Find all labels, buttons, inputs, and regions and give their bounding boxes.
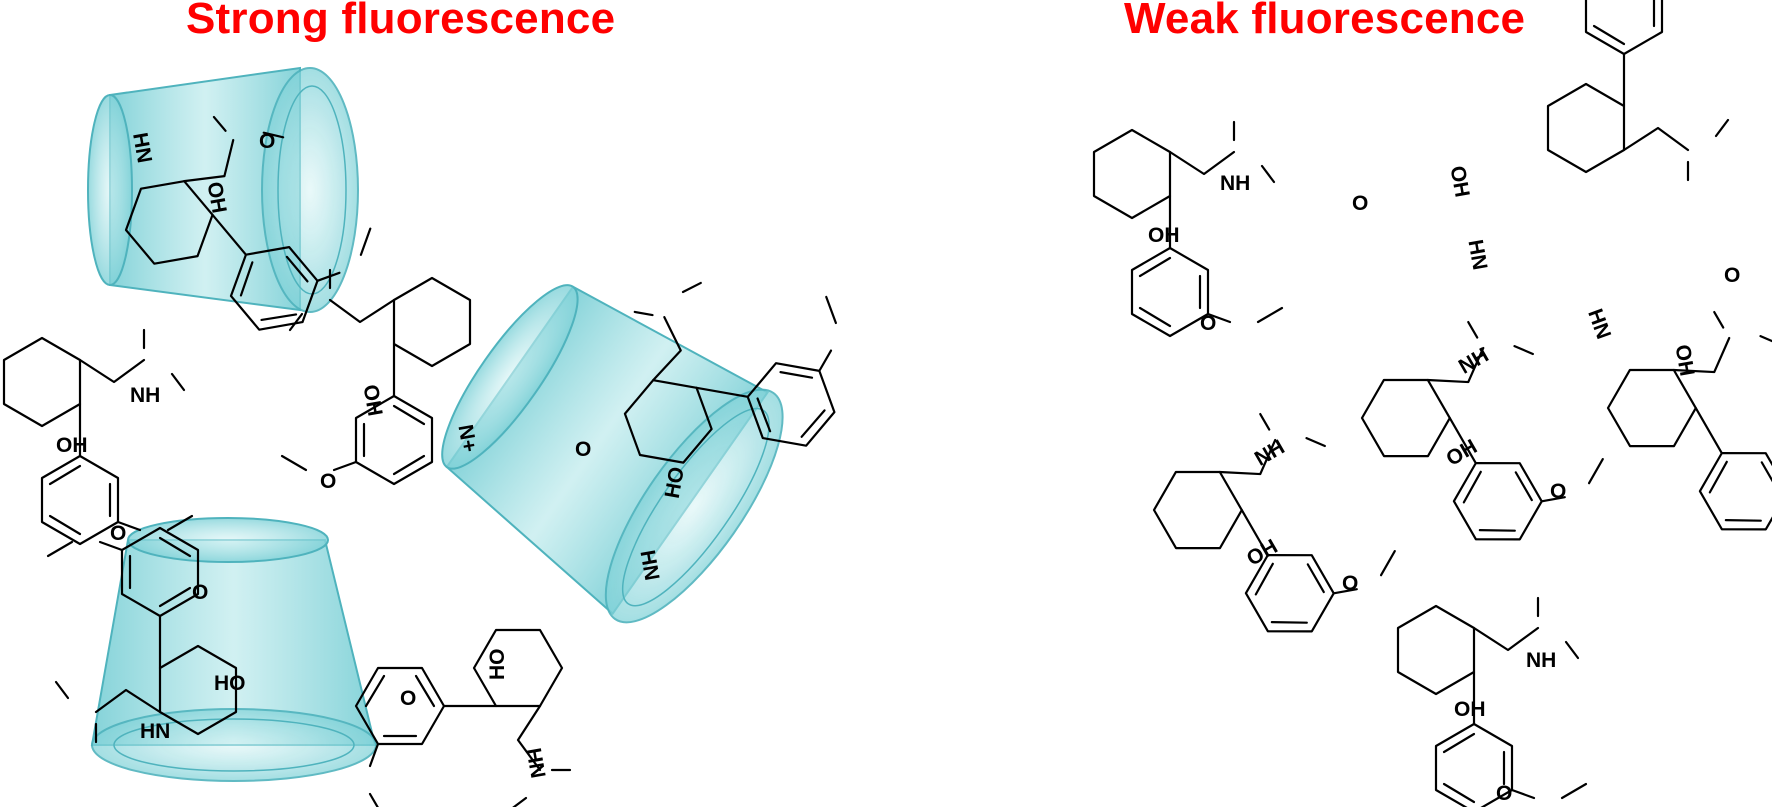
amine-label-free-r3: HN bbox=[1583, 306, 1615, 342]
cyclodextrin-3 bbox=[90, 517, 377, 782]
methoxy-label-free-r1: O bbox=[1200, 312, 1216, 335]
amine-label-free-r5: NH bbox=[1251, 436, 1289, 471]
amine-label-cd3: HN bbox=[140, 720, 170, 743]
methoxy-label-cd3: O bbox=[192, 581, 208, 604]
free-molecule-right-3 bbox=[1591, 286, 1772, 569]
amine-label-cd1: HN bbox=[128, 131, 156, 165]
hydroxyl-label-free-r2: OH bbox=[1445, 164, 1473, 199]
hydroxyl-label-cd1: OH bbox=[202, 180, 230, 215]
free-molecule-right-6 bbox=[1396, 596, 1588, 807]
methoxy-label-free-r5: O bbox=[1342, 572, 1358, 595]
methoxy-label-cd1: O bbox=[259, 130, 275, 153]
free-molecule-right-1 bbox=[1092, 120, 1284, 338]
hydroxyl-label-free-l1: OH bbox=[56, 434, 88, 457]
hydroxyl-label-free-r6: OH bbox=[1454, 698, 1486, 721]
methoxy-label-free-l1: O bbox=[110, 522, 126, 545]
methoxy-label-free-r2: O bbox=[1352, 192, 1368, 215]
cyclodextrin-2 bbox=[441, 284, 784, 624]
amine-label-free-r2: HN bbox=[1463, 238, 1491, 272]
free-molecule-right-2 bbox=[1546, 0, 1738, 182]
amine-label-cd2: HN bbox=[635, 548, 663, 582]
methoxy-label-free-r4: O bbox=[1550, 480, 1566, 503]
cyclodextrin-1 bbox=[87, 66, 359, 313]
methoxy-label-free-l2: O bbox=[320, 470, 336, 493]
hydroxyl-label-free-l3: HO bbox=[486, 649, 509, 681]
amine-label-free-r6: NH bbox=[1526, 649, 1556, 672]
strong-fluorescence-title: Strong fluorescence bbox=[186, 0, 616, 43]
methoxy-label-free-r3: O bbox=[1724, 264, 1740, 287]
methoxy-label-cd2: O bbox=[575, 438, 591, 461]
hydroxyl-label-free-r5: OH bbox=[1243, 535, 1282, 571]
hydroxyl-label-free-r1: OH bbox=[1148, 224, 1180, 247]
free-molecule-left-3 bbox=[354, 628, 572, 807]
hydroxyl-label-free-r3: OH bbox=[1670, 343, 1698, 378]
amine-label-free-r1: NH bbox=[1220, 172, 1250, 195]
amine-label-free-l1: NH bbox=[130, 384, 160, 407]
free-molecule-right-4 bbox=[1345, 296, 1618, 579]
hydroxyl-label-cd3: HO bbox=[214, 672, 246, 695]
free-molecule-left-1 bbox=[2, 328, 194, 546]
weak-fluorescence-title: Weak fluorescence bbox=[1124, 0, 1526, 43]
methoxy-label-free-r6: O bbox=[1496, 782, 1512, 805]
free-molecule-right-5 bbox=[1137, 388, 1410, 671]
hydroxyl-label-cd2: HO bbox=[661, 465, 689, 500]
amine-label-free-l3: HN bbox=[521, 746, 549, 780]
amine-label-free-l2: N+ bbox=[453, 423, 480, 454]
hydroxyl-label-free-l2: OH bbox=[358, 383, 386, 418]
methoxy-label-free-l3: O bbox=[400, 687, 416, 710]
amine-label-free-r4: NH bbox=[1455, 344, 1493, 379]
